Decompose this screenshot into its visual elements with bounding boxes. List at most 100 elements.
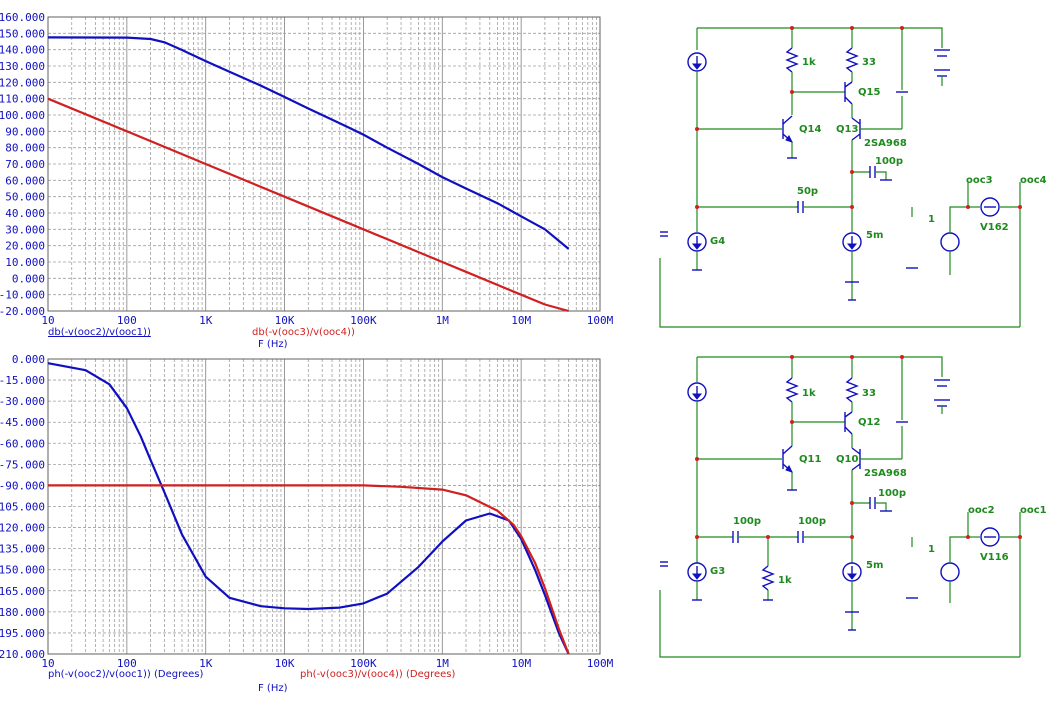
y-tick-label: 80.000 — [5, 142, 45, 155]
y-tick-label: -165.000 — [0, 585, 45, 598]
y-tick-label: 100.000 — [0, 109, 45, 122]
y-tick-label: -135.000 — [0, 543, 45, 556]
y-tick-label: 150.000 — [0, 27, 45, 40]
x-tick-label: 1M — [436, 314, 450, 327]
y-tick-label: 30.000 — [5, 223, 45, 236]
series-line — [47, 36, 570, 250]
y-tick-label: -60.000 — [0, 437, 45, 450]
y-tick-label: 40.000 — [5, 207, 45, 220]
x-tick-label: 1M — [436, 657, 450, 670]
circuit-top: 1k Q14 33 Q15 — [659, 26, 1047, 328]
y-tick-label: -75.000 — [0, 458, 45, 471]
current-source-icon — [687, 382, 707, 402]
series-line — [48, 484, 570, 655]
transistor-q13-icon — [851, 117, 902, 141]
battery-icon — [934, 379, 950, 414]
y-tick-label: 90.000 — [5, 125, 45, 138]
resistor-label: 1k — [778, 575, 792, 586]
y-tick-label: 50.000 — [5, 191, 45, 204]
resistor-label: 33 — [862, 57, 876, 68]
capacitor-label: 100p — [733, 516, 761, 527]
gain-label: 1 — [928, 214, 935, 225]
gain-label: 1 — [928, 544, 935, 555]
x-tick-label: 100K — [350, 314, 377, 327]
x-tick-label: 100 — [117, 314, 137, 327]
x-tick-label: 10M — [511, 657, 531, 670]
transistor-q11-icon — [782, 445, 793, 473]
q12-label: Q12 — [858, 417, 880, 428]
source-label: G3 — [710, 566, 725, 577]
trace-label-blue: db(-v(ooc2)/v(ooc1)) — [48, 327, 151, 338]
resistor-label: 1k — [802, 388, 816, 399]
transistor-q12-icon — [844, 411, 853, 435]
battery-icon — [934, 49, 950, 86]
controlled-source-icon — [940, 562, 960, 582]
q15-label: Q15 — [858, 87, 880, 98]
y-tick-label: 10.000 — [5, 256, 45, 269]
y-tick-label: 0.000 — [12, 272, 45, 285]
controlled-source-icon — [940, 232, 960, 252]
x-tick-label: 100M — [587, 657, 614, 670]
y-tick-label: 0.000 — [12, 353, 45, 366]
y-tick-label: -90.000 — [0, 479, 45, 492]
node-label: ooc3 — [966, 175, 993, 186]
y-tick-label: 140.000 — [0, 44, 45, 57]
x-tick-label: 100M — [587, 314, 614, 327]
transistor-q15-icon — [844, 81, 853, 105]
y-tick-label: -30.000 — [0, 395, 45, 408]
capacitor-label: 100p — [878, 488, 906, 499]
y-tick-label: -210.000 — [0, 648, 45, 661]
x-tick-label: 10 — [41, 657, 54, 670]
current-label: 5m — [866, 560, 883, 571]
resistor-label: 33 — [862, 388, 876, 399]
y-tick-label: 20.000 — [5, 240, 45, 253]
resistor-icon — [845, 377, 859, 403]
node-label: ooc1 — [1020, 505, 1047, 516]
y-tick-label: -150.000 — [0, 564, 45, 577]
y-tick-label: 130.000 — [0, 60, 45, 73]
y-tick-label: -180.000 — [0, 606, 45, 619]
circuit-schematic: 1k Q14 33 Q15 — [659, 26, 1047, 658]
q10-model-label: 2SA968 — [864, 468, 907, 479]
circuit-bottom: 1k Q11 33 Q12 Q10 2SA — [659, 355, 1047, 658]
vsource-label: V162 — [980, 222, 1009, 233]
y-tick-label: 120.000 — [0, 76, 45, 89]
x-tick-label: 100 — [117, 657, 137, 670]
resistor-label: 1k — [802, 57, 816, 68]
y-tick-label: -10.000 — [0, 289, 45, 302]
x-tick-label: 1K — [199, 657, 213, 670]
series-line — [47, 362, 570, 655]
x-axis-label: F (Hz) — [258, 683, 288, 694]
source-label: G4 — [710, 236, 725, 247]
transistor-q14-icon — [782, 115, 793, 143]
node-label: ooc4 — [1020, 175, 1047, 186]
series-line — [47, 97, 569, 313]
transistor-q10-icon — [851, 447, 902, 471]
y-tick-label: -195.000 — [0, 627, 45, 640]
trace-label-red: db(-v(ooc3)/v(ooc4)) — [252, 327, 355, 338]
current-source-icon — [842, 562, 862, 582]
voltage-source-icon — [980, 197, 1000, 217]
q13-label: Q13 — [836, 124, 858, 135]
y-tick-label: -120.000 — [0, 522, 45, 535]
resistor-icon — [845, 47, 859, 73]
resistor-icon — [785, 377, 799, 403]
x-tick-label: 10M — [511, 314, 531, 327]
x-tick-label: 10 — [41, 314, 54, 327]
x-tick-label: 10K — [275, 314, 295, 327]
x-tick-label: 10K — [275, 657, 295, 670]
magnitude-plot: 160.000 150.000 140.000 130.000 120.000 110.0… — [0, 0, 620, 350]
current-label: 5m — [866, 230, 883, 241]
source-g4-icon — [687, 232, 707, 252]
y-tick-label: 110.000 — [0, 93, 45, 106]
q14-label: Q14 — [799, 124, 821, 135]
y-tick-label: -15.000 — [0, 374, 45, 387]
current-source-icon — [842, 232, 862, 252]
q11-label: Q11 — [799, 454, 821, 465]
capacitor-label: 100p — [875, 156, 903, 167]
plot-frame — [47, 358, 601, 655]
y-tick-label: 70.000 — [5, 158, 45, 171]
trace-label-blue: ph(-v(ooc2)/v(ooc1)) (Degrees) — [48, 669, 204, 680]
voltage-source-icon — [980, 527, 1000, 547]
y-tick-label: 160.000 — [0, 11, 45, 24]
